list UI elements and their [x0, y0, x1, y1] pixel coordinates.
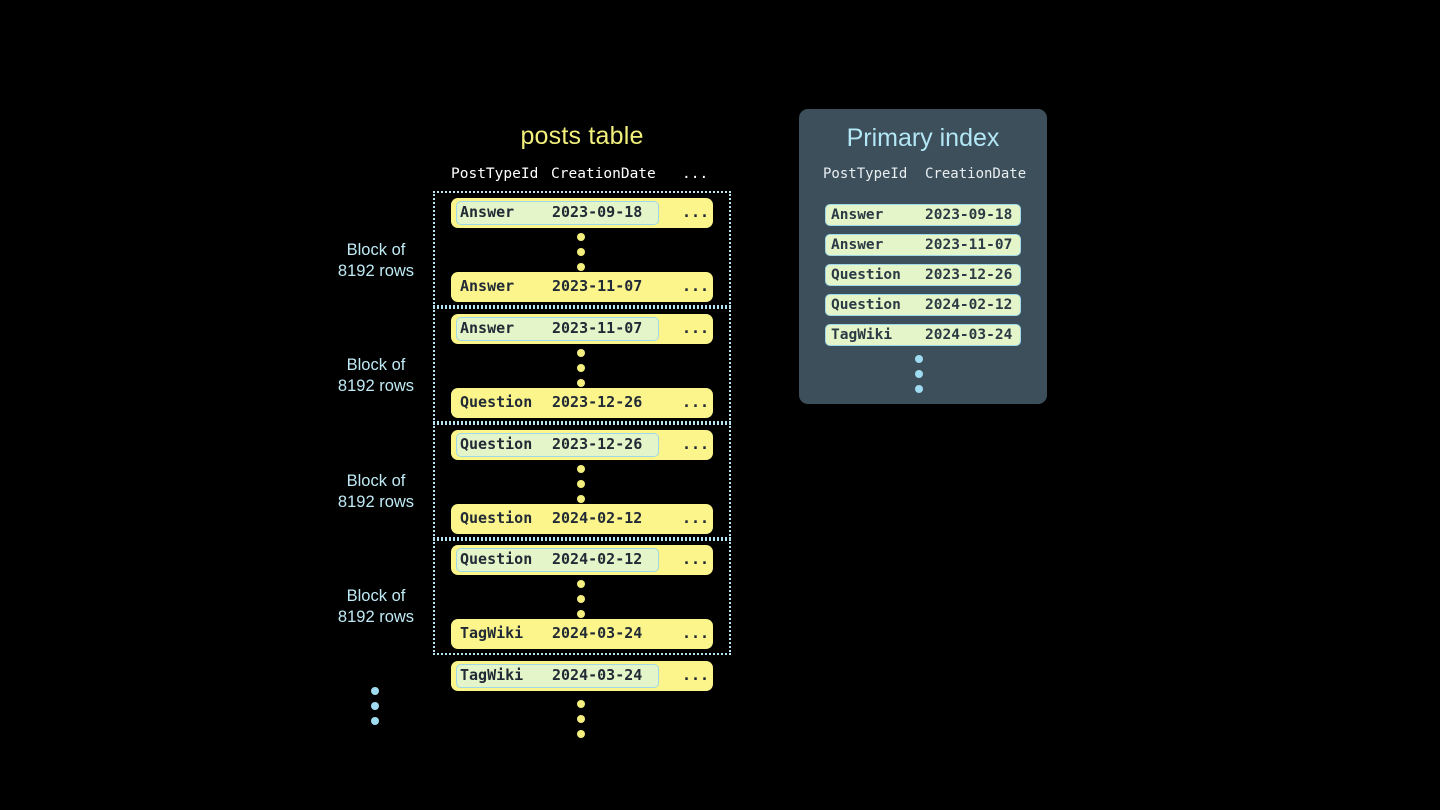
table-row: Answer 2023-09-18 ... — [451, 198, 713, 228]
cell-posttypeid: Question — [460, 509, 533, 527]
cell-creationdate: 2023-11-07 — [552, 277, 643, 295]
block-label: Block of 8192 rows — [306, 240, 446, 282]
cell-posttypeid: Answer — [460, 277, 515, 295]
table-column-headers: PostTypeId CreationDate ... — [451, 166, 713, 186]
granule-mark-highlight — [456, 664, 659, 688]
block-label-line1: Block of — [346, 472, 406, 490]
cell-creationdate: 2024-02-12 — [552, 509, 643, 527]
blocks-bottom-ellipsis — [371, 687, 381, 725]
cell-creationdate: 2024-03-24 — [552, 666, 643, 684]
table-row: TagWiki 2024-03-24 ... — [451, 619, 713, 649]
table-block — [433, 307, 731, 423]
page-title: posts table — [520, 122, 644, 150]
rows-ellipsis — [577, 233, 587, 271]
table-row: Question 2024-02-12 ... — [451, 504, 713, 534]
cell-more: ... — [682, 319, 710, 337]
index-column-header-creationdate: CreationDate — [925, 166, 1027, 182]
column-header-more: ... — [682, 166, 709, 182]
cell-more: ... — [682, 666, 710, 684]
cell-creationdate: 2024-03-24 — [552, 624, 643, 642]
block-label-line2: 8192 rows — [337, 493, 415, 511]
rows-ellipsis — [577, 349, 587, 387]
block-label: Block of 8192 rows — [306, 471, 446, 513]
block-label-line1: Block of — [346, 587, 406, 605]
index-cell-posttypeid: Answer — [831, 207, 884, 223]
cell-more: ... — [682, 509, 710, 527]
table-row: Question 2024-02-12 ... — [451, 545, 713, 575]
cell-more: ... — [682, 277, 710, 295]
table-row: Answer 2023-11-07 ... — [451, 314, 713, 344]
index-cell-creationdate: 2023-09-18 — [925, 207, 1013, 223]
index-cell-posttypeid: Answer — [831, 237, 884, 253]
block-label-line2: 8192 rows — [337, 608, 415, 626]
cell-posttypeid: Question — [460, 393, 533, 411]
cell-creationdate: 2023-12-26 — [552, 435, 643, 453]
index-cell-creationdate: 2023-11-07 — [925, 237, 1013, 253]
cell-creationdate: 2023-09-18 — [552, 203, 643, 221]
cell-posttypeid: Question — [460, 435, 533, 453]
index-column-headers: PostTypeId CreationDate — [823, 166, 1033, 186]
cell-creationdate: 2023-12-26 — [552, 393, 643, 411]
table-block — [433, 423, 731, 539]
table-row: Question 2023-12-26 ... — [451, 430, 713, 460]
rows-ellipsis — [577, 465, 587, 503]
granule-mark-highlight — [456, 201, 659, 225]
table-row: Answer 2023-11-07 ... — [451, 272, 713, 302]
block-label: Block of 8192 rows — [306, 586, 446, 628]
index-cell-creationdate: 2024-02-12 — [925, 297, 1013, 313]
cell-creationdate: 2023-11-07 — [552, 319, 643, 337]
block-label-line2: 8192 rows — [337, 377, 415, 395]
table-bottom-ellipsis — [577, 700, 587, 738]
cell-more: ... — [682, 550, 710, 568]
cell-more: ... — [682, 393, 710, 411]
cell-posttypeid: Answer — [460, 203, 515, 221]
table-row: TagWiki 2024-03-24 ... — [451, 661, 713, 691]
index-row: TagWiki 2024-03-24 — [825, 324, 1021, 346]
primary-index-panel: Primary index PostTypeId CreationDate An… — [799, 109, 1047, 404]
cell-posttypeid: TagWiki — [460, 666, 524, 684]
cell-posttypeid: TagWiki — [460, 624, 524, 642]
index-column-header-posttypeid: PostTypeId — [823, 166, 908, 182]
index-cell-creationdate: 2024-03-24 — [925, 327, 1013, 343]
cell-posttypeid: Question — [460, 550, 533, 568]
index-cell-posttypeid: Question — [831, 297, 901, 313]
block-label-line1: Block of — [346, 356, 406, 374]
column-header-posttypeid: PostTypeId — [451, 166, 539, 182]
cell-more: ... — [682, 624, 710, 642]
block-label-line2: 8192 rows — [337, 262, 415, 280]
index-row: Answer 2023-09-18 — [825, 204, 1021, 226]
index-cell-creationdate: 2023-12-26 — [925, 267, 1013, 283]
cell-more: ... — [682, 203, 710, 221]
block-label: Block of 8192 rows — [306, 355, 446, 397]
index-row: Question 2023-12-26 — [825, 264, 1021, 286]
cell-creationdate: 2024-02-12 — [552, 550, 643, 568]
granule-mark-highlight — [456, 317, 659, 341]
index-cell-posttypeid: TagWiki — [831, 327, 893, 343]
index-row: Question 2024-02-12 — [825, 294, 1021, 316]
index-bottom-ellipsis — [915, 355, 925, 393]
block-label-line1: Block of — [346, 241, 406, 259]
primary-index-title: Primary index — [846, 124, 1000, 152]
granule-mark-highlight — [456, 433, 659, 457]
table-block — [433, 539, 731, 655]
table-block — [433, 191, 731, 307]
index-row: Answer 2023-11-07 — [825, 234, 1021, 256]
index-cell-posttypeid: Question — [831, 267, 901, 283]
cell-posttypeid: Answer — [460, 319, 515, 337]
column-header-creationdate: CreationDate — [551, 166, 656, 182]
table-row: Question 2023-12-26 ... — [451, 388, 713, 418]
granule-mark-highlight — [456, 548, 659, 572]
cell-more: ... — [682, 435, 710, 453]
rows-ellipsis — [577, 580, 587, 618]
